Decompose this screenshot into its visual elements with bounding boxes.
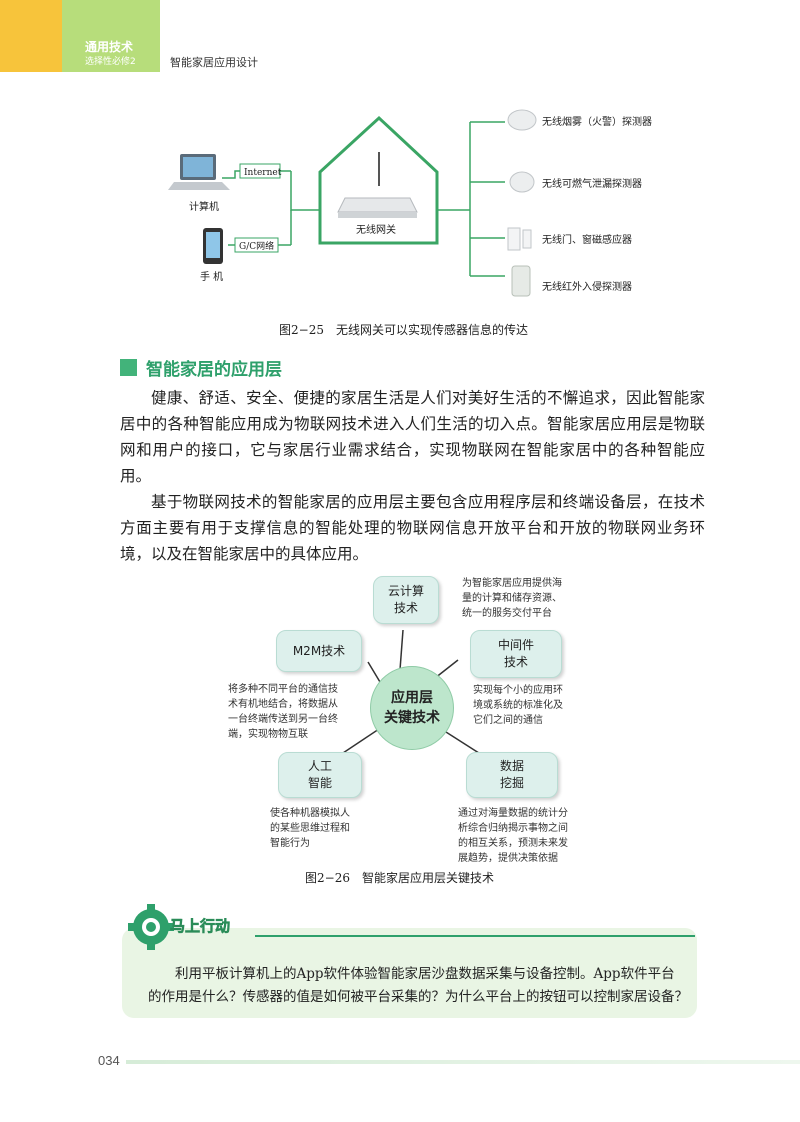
note-line: 智能行为 [270, 838, 310, 849]
device-label: 无线烟雾（火警）探测器 [542, 115, 652, 128]
note-line: 的某些思维过程和 [270, 823, 350, 834]
center-node: 应用层 关键技术 [370, 666, 454, 750]
note-line: 通过对海量数据的统计分 [458, 808, 568, 819]
phone-label: 手 机 [200, 270, 223, 283]
cloud-computing-node: 云计算 技术 [373, 576, 439, 624]
section-marker [120, 359, 137, 376]
header-yellow-block [0, 0, 62, 72]
note-line: 一台终端传送到另一台终 [228, 714, 338, 725]
body-paragraph: 基于物联网技术的智能家居的应用层主要包含应用程序层和终端设备层，在技术方面主要有… [120, 493, 705, 563]
phone-icon [203, 228, 223, 264]
computer-label: 计算机 [189, 200, 219, 213]
page-number: 034 [98, 1053, 120, 1068]
house-outline [318, 115, 439, 175]
node-label: 云计算 [387, 584, 424, 598]
device-label: 无线红外入侵探测器 [542, 280, 632, 293]
node-label: 挖掘 [499, 776, 524, 790]
node-label: M2M技术 [292, 643, 346, 658]
gateway-diagram: 计算机 手 机 Internet G/C网络 无线网关 [168, 109, 652, 297]
note-line: 展趋势，提供决策依据 [458, 853, 558, 864]
note-line: 端，实现物物互联 [228, 729, 308, 740]
note-line: 它们之间的通信 [473, 715, 543, 726]
gas-detector-icon [509, 171, 535, 193]
center-label: 应用层 [391, 690, 433, 706]
gateway-label: 无线网关 [356, 223, 396, 236]
note-line: 将多种不同平台的通信技 [228, 684, 338, 695]
figure-caption: 图2−26 智能家居应用层关键技术 [305, 871, 494, 885]
key-tech-diagram: 云计算 技术 为智能家居应用提供海 量的计算和储存资源、 统一的服务交付平台 M… [220, 570, 620, 870]
smoke-detector-icon [507, 109, 537, 131]
ai-note: 使各种机器模拟人 的某些思维过程和 智能行为 [270, 806, 350, 851]
footer-bar [126, 1060, 800, 1064]
note-line: 实现每个小的应用环 [473, 685, 563, 696]
computer-icon [168, 154, 230, 190]
node-label: 技术 [503, 655, 528, 669]
door-sensor-icon [507, 227, 532, 251]
note-line: 析综合归纳揭示事物之间 [458, 823, 568, 834]
infrared-detector-icon [511, 265, 531, 297]
device-label: 无线可燃气泄漏探测器 [542, 177, 642, 190]
note-line: 量的计算和储存资源、 [462, 593, 562, 604]
action-text: 利用平板计算机上的App软件体验智能家居沙盘数据采集与设备控制。App软件平台的… [148, 966, 688, 1005]
router-icon [337, 152, 418, 218]
center-label: 关键技术 [384, 710, 440, 726]
note-line: 境或系统的标准化及 [473, 700, 563, 711]
node-label: 数据 [499, 759, 524, 773]
cloud-note: 为智能家居应用提供海 量的计算和储存资源、 统一的服务交付平台 [462, 576, 562, 621]
book-subtitle: 选择性必修2 [85, 57, 136, 67]
data-mining-node: 数据 挖掘 [466, 752, 558, 798]
node-label: 中间件 [497, 638, 534, 652]
action-box [122, 928, 697, 1018]
node-label: 人工 [307, 759, 332, 773]
note-line: 术有机地结合，将数据从 [228, 699, 338, 710]
note-line: 使各种机器模拟人 [270, 808, 350, 819]
ai-node: 人工 智能 [278, 752, 362, 798]
action-title: 马上行动 [170, 917, 231, 936]
device-label: 无线门、窗磁感应器 [542, 233, 632, 246]
figure-caption: 图2−25 无线网关可以实现传感器信息的传达 [279, 323, 528, 337]
note-line: 为智能家居应用提供海 [462, 578, 562, 589]
m2m-node: M2M技术 [276, 630, 362, 672]
node-label: 智能 [307, 776, 332, 790]
section-title: 智能家居应用设计 [170, 56, 258, 69]
gear-icon [128, 904, 174, 950]
gc-network-label: G/C网络 [239, 240, 274, 252]
middleware-note: 实现每个小的应用环 境或系统的标准化及 它们之间的通信 [473, 683, 563, 728]
book-title: 通用技术 [85, 40, 134, 54]
middleware-node: 中间件 技术 [470, 630, 562, 678]
node-label: 技术 [393, 601, 418, 615]
m2m-note: 将多种不同平台的通信技 术有机地结合，将数据从 一台终端传送到另一台终 端，实现… [228, 682, 338, 742]
section-heading: 智能家居的应用层 [146, 360, 282, 380]
note-line: 统一的服务交付平台 [462, 608, 552, 619]
internet-label: Internet [244, 168, 282, 178]
data-mining-note: 通过对海量数据的统计分 析综合归纳揭示事物之间 的相互关系，预测未来发 展趋势，… [458, 806, 568, 866]
action-title-rule [255, 935, 695, 937]
header-green-block [62, 0, 160, 72]
body-paragraph: 健康、舒适、安全、便捷的家居生活是人们对美好生活的不懈追求，因此智能家居中的各种… [120, 389, 705, 485]
note-line: 的相互关系，预测未来发 [458, 838, 568, 849]
